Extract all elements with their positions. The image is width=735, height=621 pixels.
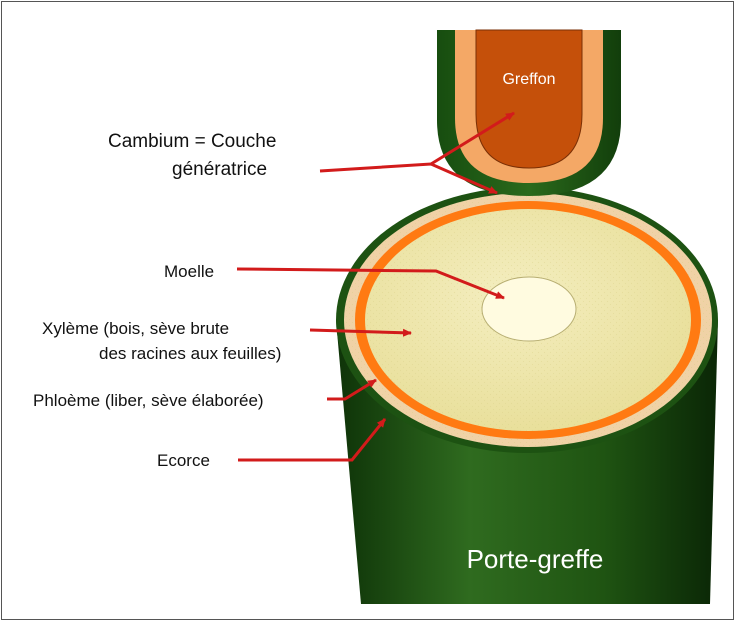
pith bbox=[482, 277, 576, 341]
phloem-label: Phloème (liber, sève élaborée) bbox=[33, 391, 264, 410]
scion bbox=[437, 30, 621, 196]
cambium-label-line1: Cambium = Couche bbox=[108, 131, 276, 152]
cambium-label-line2: génératrice bbox=[172, 159, 267, 180]
bark-label: Ecorce bbox=[157, 451, 210, 470]
rootstock-trunk bbox=[336, 187, 718, 604]
xylem-label-line2: des racines aux feuilles) bbox=[99, 344, 281, 363]
rootstock-label: Porte-greffe bbox=[467, 544, 604, 574]
xylem-label-line1: Xylème (bois, sève brute bbox=[42, 319, 229, 338]
scion-label: Greffon bbox=[502, 71, 555, 88]
pith-label: Moelle bbox=[164, 262, 214, 281]
scion-core bbox=[476, 30, 582, 168]
